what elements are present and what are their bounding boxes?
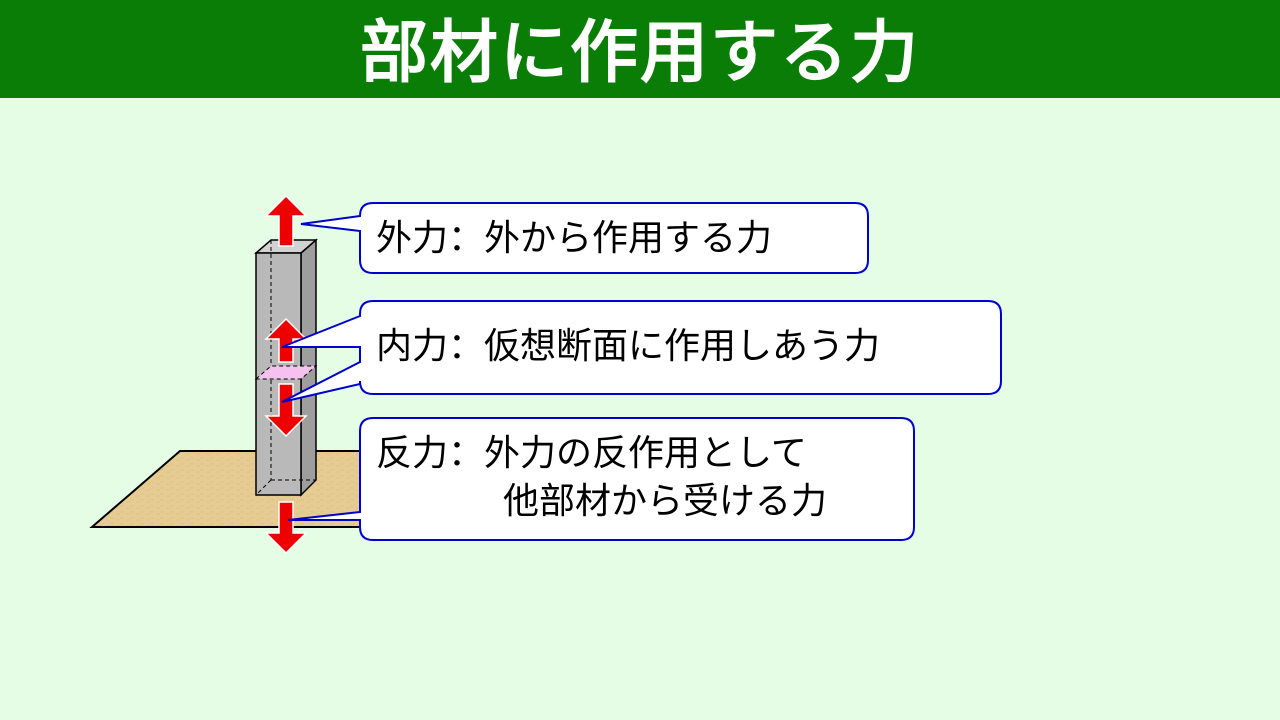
reaction-force-arrow-down — [264, 501, 308, 555]
callout-internal-text: 内力：仮想断面に作用しあう力 — [376, 326, 881, 367]
column-hidden-edge-diag — [255, 479, 272, 496]
callout-reaction — [287, 417, 915, 541]
callout-reaction-text: 反力：外力の反作用として 他部材から受ける力 — [376, 430, 827, 526]
title-bar: 部材に作用する力 — [0, 0, 1280, 98]
section-plane — [254, 365, 318, 380]
callout-internal — [281, 300, 1002, 403]
callout-reaction-line1: 反力：外力の反作用として — [376, 433, 807, 474]
callout-external-text: 外力：外から作用する力 — [376, 218, 773, 259]
internal-force-arrow-down — [264, 383, 308, 438]
callout-external — [300, 202, 869, 274]
callout-reaction-line2: 他部材から受ける力 — [503, 481, 828, 522]
external-force-arrow-up — [264, 194, 308, 247]
page-title: 部材に作用する力 — [359, 13, 920, 93]
